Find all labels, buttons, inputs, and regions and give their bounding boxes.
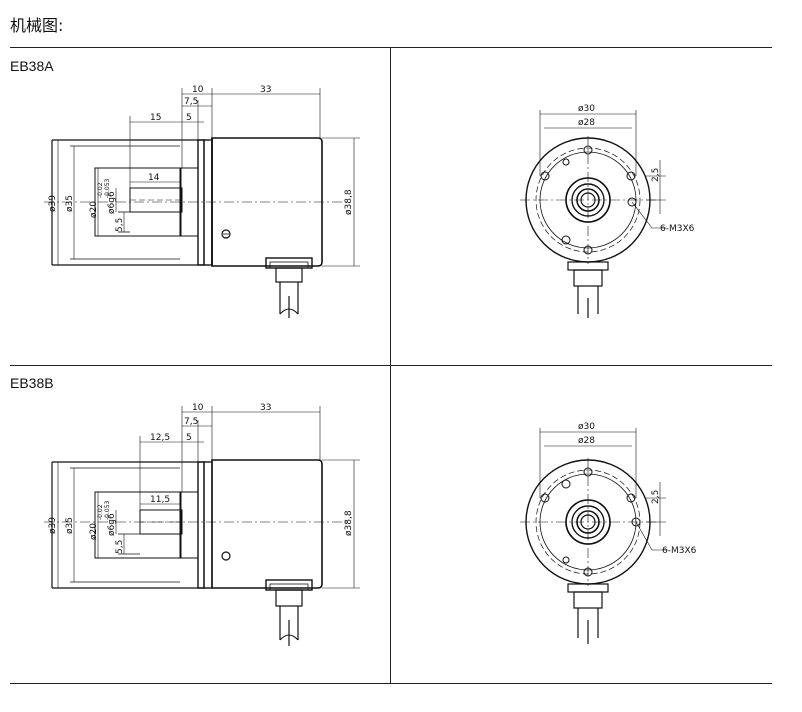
dim-11-5: 11,5 bbox=[150, 495, 170, 505]
dim-15: 15 bbox=[150, 113, 161, 123]
grid-line-vertical bbox=[390, 47, 391, 684]
dia-38-8: ø38,8 bbox=[344, 189, 354, 215]
grid-line-middle bbox=[10, 365, 772, 366]
dim-5-5: 5,5 bbox=[115, 218, 125, 232]
dia-20: ø20 bbox=[89, 201, 99, 218]
dia-39: ø39 bbox=[48, 195, 58, 212]
front-dim-2-5: 2,5 bbox=[651, 490, 661, 504]
tol-20-bottom: -0.053 bbox=[104, 500, 111, 520]
front-dim-2-5: 2,5 bbox=[651, 168, 661, 182]
dim-7-5: 7,5 bbox=[184, 97, 198, 107]
dia-38-8: ø38,8 bbox=[344, 510, 354, 536]
dim-33: 33 bbox=[260, 85, 271, 95]
tol-20-bottom: -0.053 bbox=[104, 178, 111, 198]
dim-12-5: 12,5 bbox=[150, 433, 170, 443]
dia-6: ø6g6 bbox=[107, 513, 117, 536]
dia-35: ø35 bbox=[65, 517, 75, 534]
tol-20-top: -0.02 bbox=[97, 182, 104, 198]
grid-line-bottom bbox=[10, 683, 772, 684]
dim-5-5: 5,5 bbox=[115, 540, 125, 554]
front-dia-30: ø30 bbox=[578, 104, 595, 114]
side-view-eb38b: 10 7,5 33 12,5 5 11,5 5,5 ø39 ø35 ø20 -0… bbox=[44, 403, 360, 646]
dim-7-5: 7,5 bbox=[184, 417, 198, 427]
front-holes-label: 6-M3X6 bbox=[662, 546, 697, 556]
front-view-eb38a: ø30 ø28 2,5 6-M3X6 bbox=[520, 104, 695, 318]
side-view-eb38a: 10 7,5 33 15 5 14 5,5 ø39 ø35 ø20 -0.02 … bbox=[44, 85, 360, 318]
page-title: 机械图: bbox=[10, 16, 64, 35]
dia-39: ø39 bbox=[48, 517, 58, 534]
front-view-eb38b: ø30 ø28 2,5 6-M3X6 bbox=[520, 422, 697, 644]
dim-14: 14 bbox=[148, 173, 160, 183]
dia-20: ø20 bbox=[89, 523, 99, 540]
dim-5: 5 bbox=[186, 433, 192, 443]
dim-10: 10 bbox=[192, 403, 204, 413]
tol-20-top: -0.02 bbox=[97, 504, 104, 520]
grid-line-top bbox=[10, 47, 772, 48]
model-label-eb38b: EB38B bbox=[10, 375, 54, 391]
front-dia-28: ø28 bbox=[578, 436, 595, 446]
dim-10: 10 bbox=[192, 85, 204, 95]
front-dia-28: ø28 bbox=[578, 118, 595, 128]
model-label-eb38a: EB38A bbox=[10, 58, 54, 74]
dia-6: ø6g6 bbox=[107, 191, 117, 214]
dia-35: ø35 bbox=[65, 195, 75, 212]
dim-5: 5 bbox=[186, 113, 192, 123]
front-dia-30: ø30 bbox=[578, 422, 595, 432]
dim-33: 33 bbox=[260, 403, 271, 413]
front-holes-label: 6-M3X6 bbox=[660, 224, 695, 234]
